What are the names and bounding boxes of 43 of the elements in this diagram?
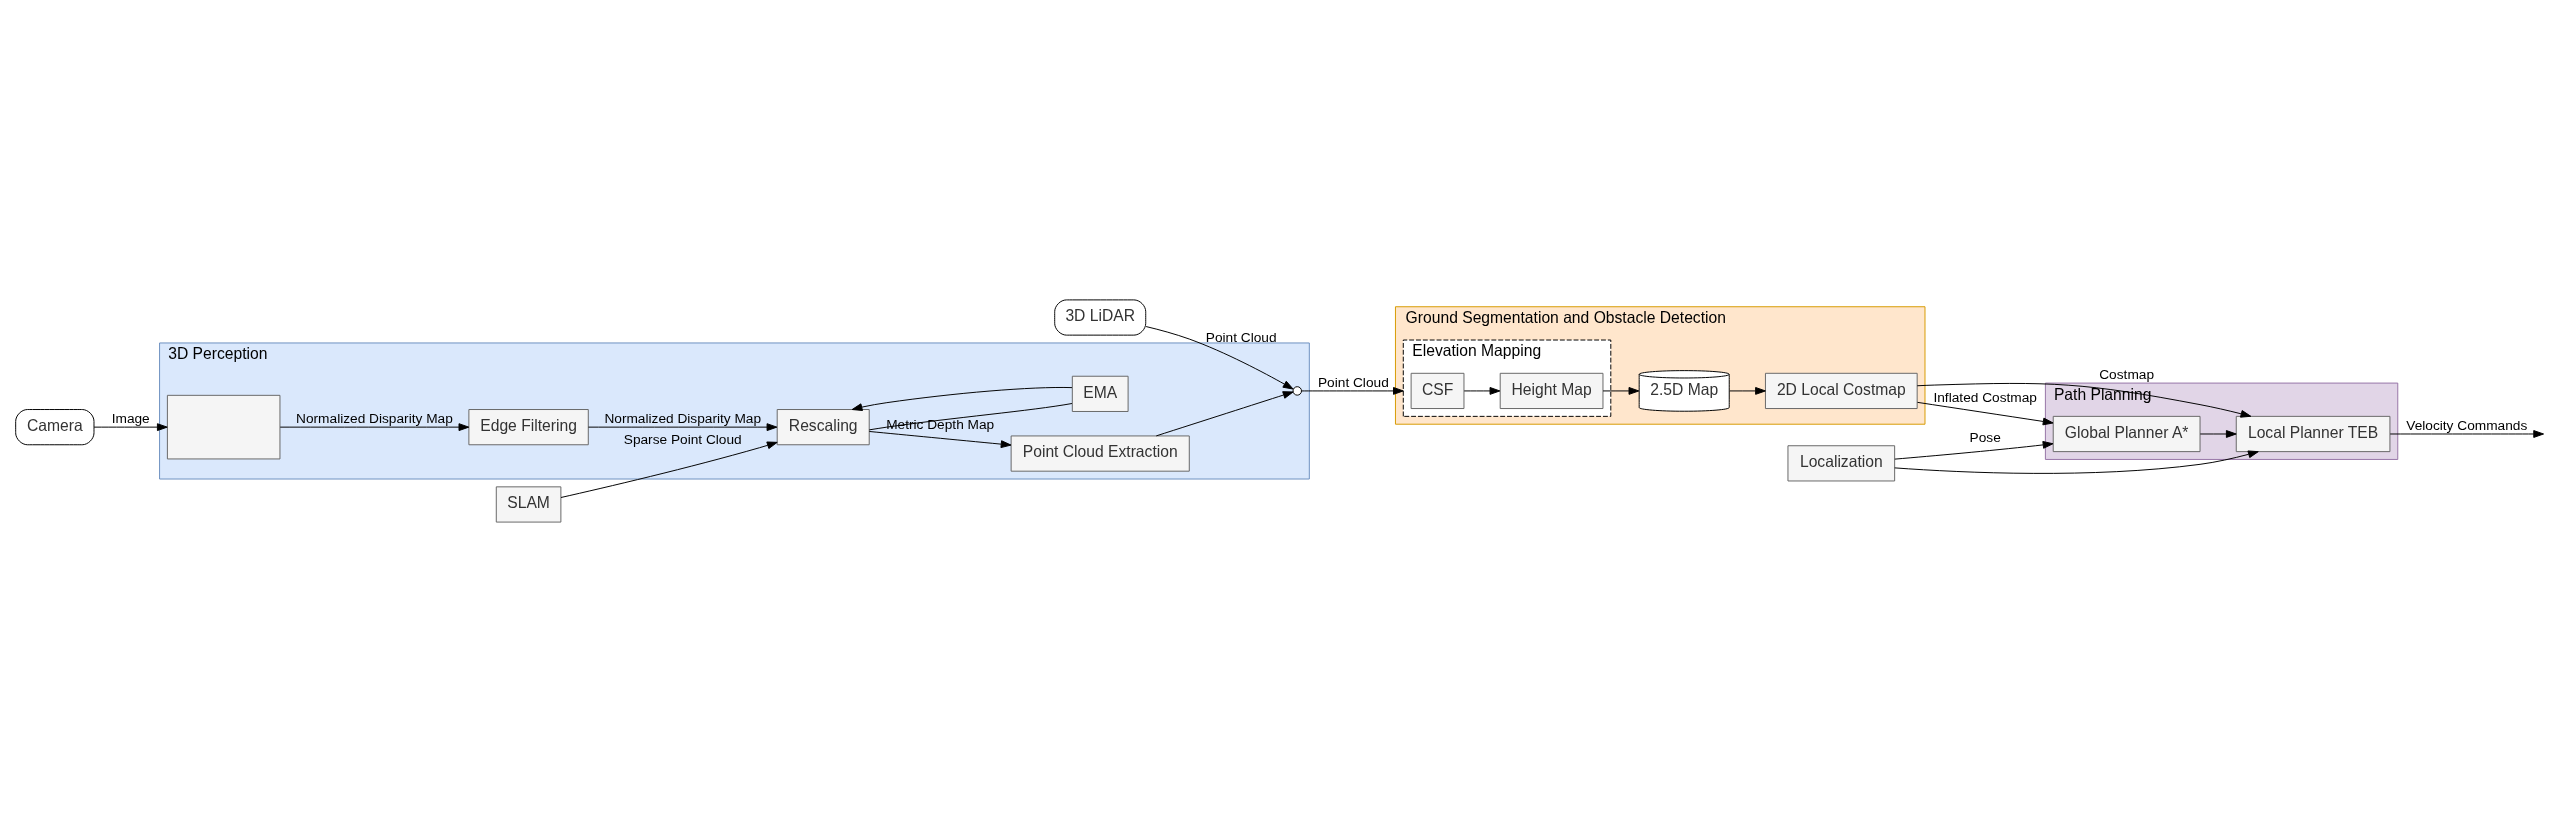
node-box: Edge Filtering [468, 408, 589, 445]
node-box: Global Planner A* [2052, 415, 2201, 452]
arrow [1894, 449, 2259, 474]
node-box [166, 394, 281, 459]
node-box: Point Cloud Extraction [1010, 434, 1190, 472]
arrow [2199, 429, 2237, 438]
edge-label: Point Cloud [1317, 374, 1389, 390]
edge-label: Pose [1969, 429, 2001, 445]
arrow [587, 422, 778, 431]
connector [868, 402, 1073, 430]
node-box: Rescaling [776, 408, 870, 445]
arrow [868, 430, 1012, 448]
node-box: Localization [1787, 444, 1896, 481]
node-box: Local Planner TEB [2235, 415, 2391, 452]
arrow [851, 386, 1073, 411]
arrow [1301, 386, 1404, 395]
edge-label: Sparse Point Cloud [623, 431, 742, 447]
arrow [1917, 401, 2054, 425]
node-box: EMA [1071, 375, 1129, 412]
arrow [279, 422, 470, 431]
arrow [93, 422, 168, 431]
node-switch [1292, 385, 1302, 396]
edge-label: Normalized Disparity Map [604, 410, 762, 426]
arrow [1463, 386, 1501, 395]
edge-label: Image [111, 410, 150, 426]
node-box: 2D Local Costmap [1764, 372, 1918, 409]
edge-label: Inflated Costmap [1933, 389, 2037, 405]
edge-label: Velocity Commands [2406, 417, 2528, 433]
edge-label: Normalized Disparity Map [296, 410, 453, 426]
arrow [1916, 382, 2252, 418]
arrow [2389, 429, 2545, 438]
arrow [1155, 390, 1294, 436]
arrow [1145, 325, 1294, 390]
arrow [1729, 386, 1766, 395]
node-box: 3D LiDAR [1054, 298, 1147, 336]
node-box: Camera [15, 408, 95, 445]
arrow [560, 441, 778, 498]
node-box: SLAM [495, 485, 562, 523]
arrow [1602, 386, 1640, 395]
node-box: Height Map [1499, 372, 1604, 409]
node-box: CSF [1410, 372, 1465, 409]
edge-label: Costmap [2099, 366, 2155, 382]
arrow [1894, 440, 2054, 460]
